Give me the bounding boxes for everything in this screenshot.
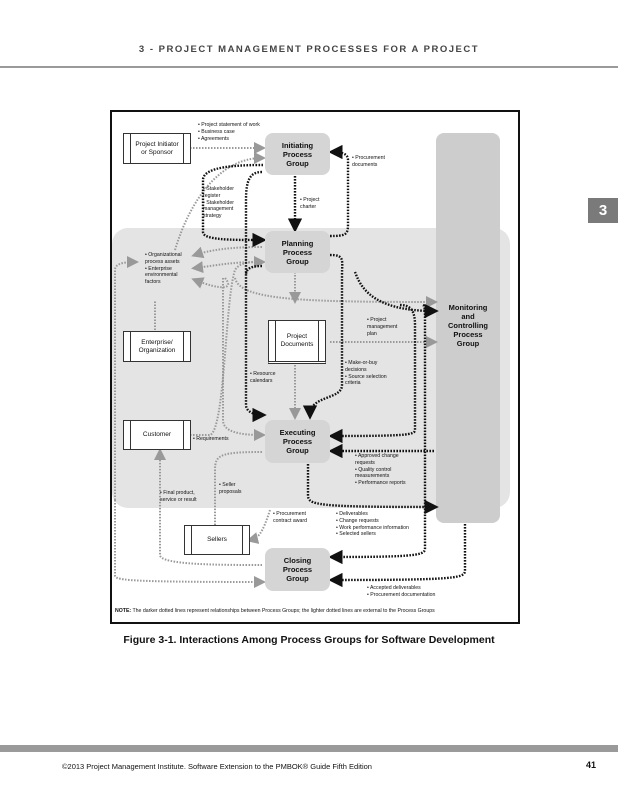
figure-frame [110, 110, 520, 624]
dark-line [244, 170, 267, 423]
label-requirements: • Requirements [193, 436, 229, 442]
note-text: The darker dotted lines represent relati… [131, 608, 435, 614]
label-approved-changes: • Approved change requests • Quality con… [355, 453, 406, 486]
light-line [114, 256, 139, 500]
dark-line [201, 163, 267, 248]
label-deliverables: • Deliverables • Change requests • Work … [336, 511, 409, 538]
light-line [191, 246, 263, 259]
sellers-entity: Sellers [184, 525, 250, 555]
enterprise-organization-entity: Enterprise/ Organization [123, 331, 191, 362]
dark-line [244, 264, 263, 276]
customer-entity: Customer [123, 420, 191, 450]
figure-caption: Figure 3-1. Interactions Among Process G… [123, 634, 495, 646]
closing-process-group: Closing Process Group [265, 548, 330, 591]
label-pm-plan: • Project management plan [367, 317, 398, 337]
footer-rule [0, 745, 618, 752]
dark-line [353, 271, 439, 319]
dark-line [328, 303, 417, 444]
label-procurement-award: • Procurement contract award [273, 511, 308, 524]
label-procurement-documents: • Procurement documents [352, 155, 385, 168]
light-line [214, 451, 263, 525]
figure-note: NOTE: The darker dotted lines represent … [115, 608, 435, 615]
dark-line [328, 144, 350, 238]
light-line [154, 448, 263, 566]
label-resource-calendars: • Resource calendars [250, 371, 276, 384]
label-project-charter: • Project charter [300, 197, 320, 210]
footer-copyright: ©2013 Project Management Institute. Soft… [62, 762, 372, 771]
chapter-tab: 3 [588, 198, 618, 223]
initiating-process-group: Initiating Process Group [265, 133, 330, 175]
dark-line [302, 253, 344, 420]
monitoring-column [436, 133, 500, 523]
light-line [114, 500, 266, 588]
light-line [191, 261, 263, 274]
header-rule [0, 66, 618, 68]
note-prefix: NOTE: [115, 608, 132, 614]
label-final-product: • Final product, service or result [160, 490, 197, 503]
project-initiator-entity: Project Initiator or Sponsor [123, 133, 191, 164]
running-header: 3 - PROJECT MANAGEMENT PROCESSES FOR A P… [138, 44, 480, 55]
executing-process-group: Executing Process Group [265, 420, 330, 463]
light-line [190, 256, 266, 436]
dark-line [328, 524, 467, 588]
dark-line [328, 303, 427, 565]
planning-process-group: Planning Process Group [265, 231, 330, 273]
project-documents: Project Documents [268, 320, 326, 364]
label-initiator-inputs: • Project statement of work • Business c… [198, 122, 260, 142]
page-number: 41 [586, 760, 597, 770]
label-org-assets: • Organizational process assets • Enterp… [145, 252, 182, 285]
label-seller-proposals: • Seller proposals [219, 482, 242, 495]
light-line [246, 509, 271, 544]
label-accepted-deliverables: • Accepted deliverables • Procurement do… [367, 585, 436, 598]
light-line [174, 152, 266, 251]
label-make-or-buy: • Make-or-buy decisions • Source selecti… [345, 360, 387, 387]
light-line [234, 277, 438, 308]
light-line [222, 278, 266, 441]
monitoring-controlling-process-group: Monitoring and Controlling Process Group [448, 302, 488, 348]
label-stakeholder: • Stakeholder register • Stakeholder man… [203, 186, 234, 219]
